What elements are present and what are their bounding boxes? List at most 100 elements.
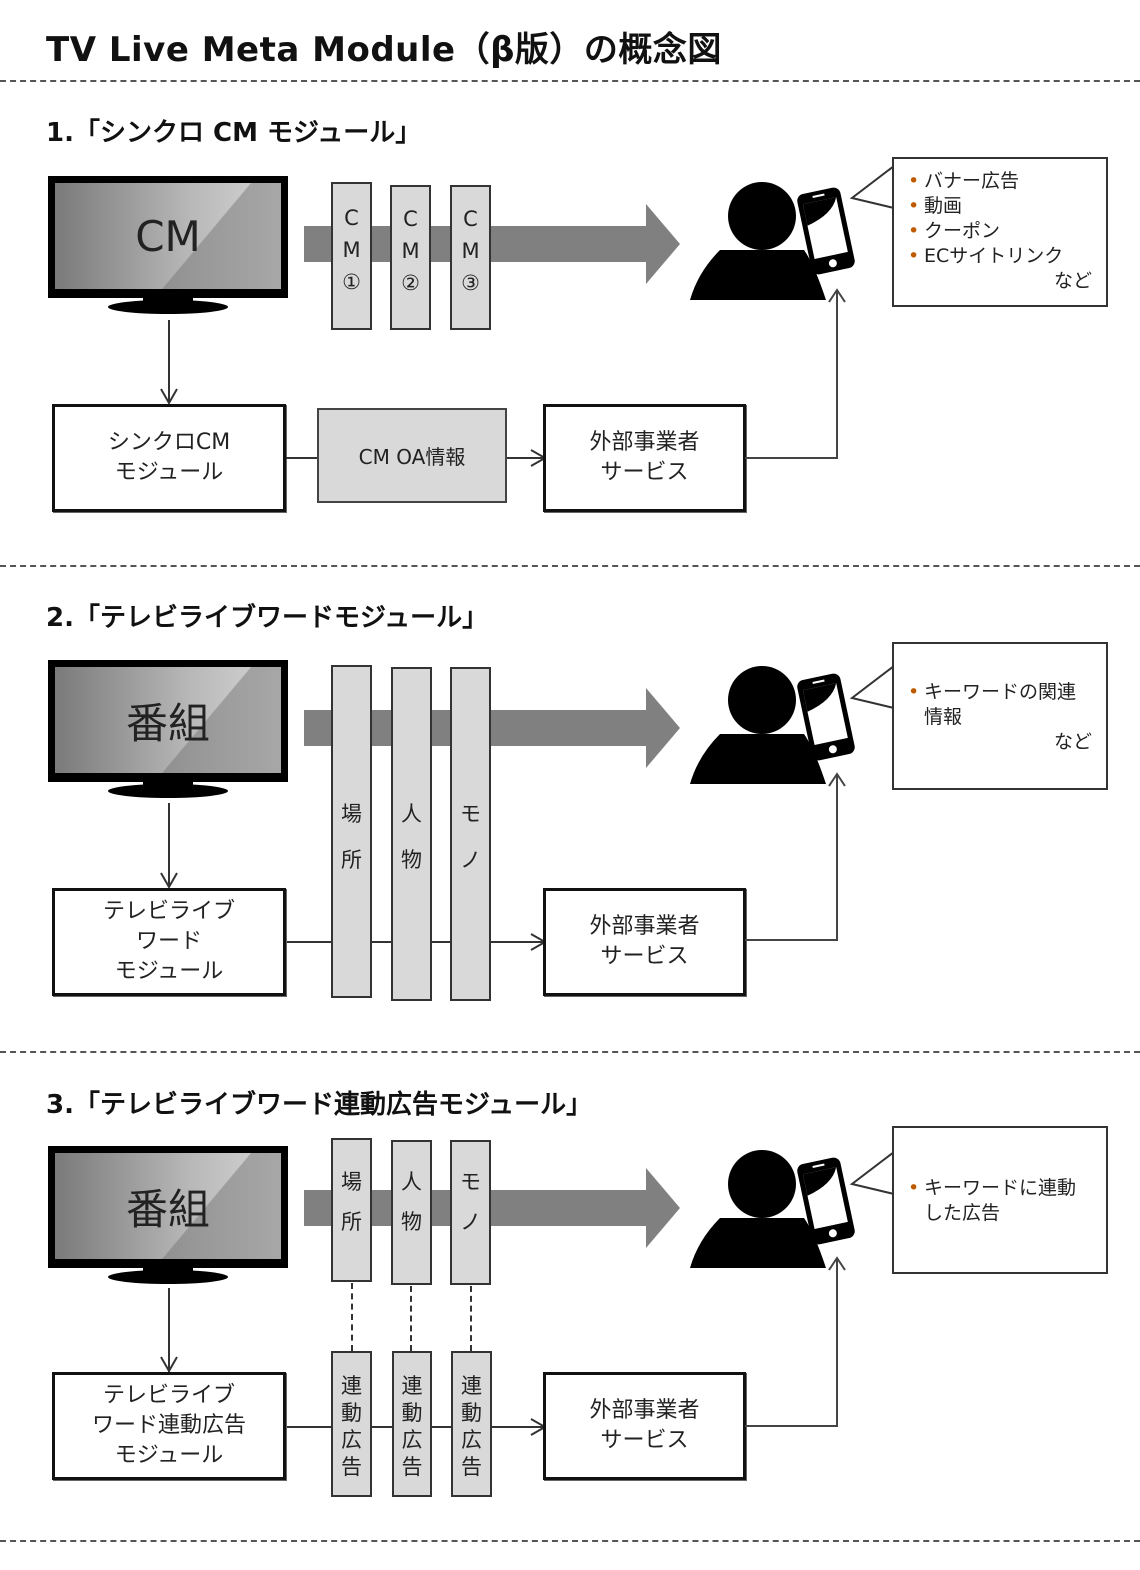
keyword-pill-place: 場所 xyxy=(331,1138,372,1282)
arrowhead-down-icon xyxy=(160,872,178,890)
connector-line xyxy=(507,457,543,459)
connector-line xyxy=(286,457,318,459)
section-3-heading: 3.「テレビライブワード連動広告モジュール」 xyxy=(46,1090,593,1120)
divider xyxy=(0,565,1140,567)
tv-screen-label: 番組 xyxy=(125,1184,210,1234)
pill-char: C xyxy=(403,207,418,231)
return-arrow xyxy=(745,772,846,941)
divider xyxy=(0,1051,1140,1053)
tv-live-word-module-box: テレビライブ ワード モジュール xyxy=(52,888,286,996)
pill-char: 所 xyxy=(341,848,362,872)
callout-suffix: など xyxy=(1053,731,1092,753)
callout-item: •動画 xyxy=(908,195,963,217)
external-service-box: 外部事業者 サービス xyxy=(543,404,746,512)
pill-char: M xyxy=(461,239,480,263)
pill-char: ① xyxy=(342,270,361,294)
keyword-pill-thing: モノ xyxy=(450,1140,491,1285)
bullet-icon: • xyxy=(908,220,920,242)
user-icon xyxy=(690,182,826,300)
linked-ad-pill-1: 連動広告 xyxy=(331,1351,372,1497)
bullet-icon: • xyxy=(908,195,920,217)
callout-item: •クーポン xyxy=(908,220,1001,242)
external-service-box: 外部事業者 サービス xyxy=(543,888,746,996)
tv-icon: CM xyxy=(48,176,288,316)
user-icon xyxy=(690,666,826,784)
pill-char: C xyxy=(463,207,478,231)
pill-char: 広 xyxy=(461,1428,482,1452)
tv-live-word-linked-ad-module-box: テレビライブ ワード連動広告 モジュール xyxy=(52,1372,286,1480)
bullet-icon: • xyxy=(908,1177,920,1199)
pill-char: 広 xyxy=(341,1428,362,1452)
connector-line xyxy=(168,1288,170,1372)
return-arrow xyxy=(745,1256,846,1427)
section-2-heading: 2.「テレビライブワードモジュール」 xyxy=(46,603,489,633)
smartphone-icon xyxy=(797,1157,855,1245)
pill-char: 動 xyxy=(341,1401,362,1425)
pill-char: 物 xyxy=(401,848,422,872)
pill-char: 場 xyxy=(341,1170,362,1194)
dashed-link-line xyxy=(351,1283,353,1351)
pill-char: 動 xyxy=(461,1401,482,1425)
pill-char: ノ xyxy=(460,848,481,872)
keyword-pill-place: 場所 xyxy=(331,665,372,998)
pill-char: 物 xyxy=(401,1210,422,1234)
callout-box: •バナー広告 •動画 •クーポン •ECサイトリンク など xyxy=(892,157,1108,307)
keyword-pill-thing: モノ xyxy=(450,667,491,1001)
callout-item: •キーワードの関連情報 xyxy=(908,681,1077,728)
tv-screen-label: CM xyxy=(135,211,201,261)
pill-char: 連 xyxy=(341,1374,362,1398)
pill-char: モ xyxy=(460,802,481,826)
pill-char: 連 xyxy=(401,1374,423,1398)
callout-item: •バナー広告 xyxy=(908,170,1020,192)
pill-char: C xyxy=(344,206,359,230)
cm-oa-info-box: CM OA情報 xyxy=(317,408,507,503)
user-icon xyxy=(690,1150,826,1268)
callout-suffix: など xyxy=(1053,270,1092,292)
pill-char: 人 xyxy=(401,802,422,826)
linked-ad-pill-2: 連動広告 xyxy=(392,1351,432,1497)
bullet-icon: • xyxy=(908,170,920,192)
pill-char: 人 xyxy=(401,1170,422,1194)
tv-screen-label: 番組 xyxy=(125,698,210,748)
linked-ad-pill-3: 連動広告 xyxy=(451,1351,492,1497)
pill-char: M xyxy=(342,238,361,262)
keyword-pill-person: 人物 xyxy=(391,1140,432,1285)
arrowhead-down-icon xyxy=(160,1356,178,1374)
smartphone-icon xyxy=(797,673,855,761)
pill-char: ② xyxy=(401,271,420,295)
pill-char: 連 xyxy=(461,1374,482,1398)
bullet-icon: • xyxy=(908,681,920,703)
pill-char: モ xyxy=(460,1170,481,1194)
return-arrow xyxy=(745,288,846,459)
callout-box: •キーワードの関連情報 など xyxy=(892,642,1108,790)
synchro-cm-module-box: シンクロCM モジュール xyxy=(52,404,286,512)
pill-char: 広 xyxy=(401,1428,423,1452)
connector-line xyxy=(168,803,170,887)
external-service-box: 外部事業者 サービス xyxy=(543,1372,746,1480)
tv-icon: 番組 xyxy=(48,1146,288,1286)
divider xyxy=(0,1540,1140,1542)
callout-item: •キーワードに連動した広告 xyxy=(908,1177,1077,1224)
pill-char: 場 xyxy=(341,802,362,826)
pill-char: 告 xyxy=(461,1455,482,1479)
pill-char: 告 xyxy=(401,1455,423,1479)
pill-char: M xyxy=(401,239,420,263)
page-title: TV Live Meta Module（β版）の概念図 xyxy=(46,30,722,70)
dashed-link-line xyxy=(470,1286,472,1351)
callout-box: •キーワードに連動した広告 xyxy=(892,1126,1108,1274)
connector-line xyxy=(168,320,170,402)
arrowhead-down-icon xyxy=(160,388,178,406)
pill-char: ③ xyxy=(461,271,480,295)
pill-char: ノ xyxy=(460,1210,481,1234)
smartphone-icon xyxy=(797,187,855,275)
pill-char: 動 xyxy=(401,1401,423,1425)
callout-item: •ECサイトリンク xyxy=(908,245,1064,267)
pill-char: 告 xyxy=(341,1455,362,1479)
dashed-link-line xyxy=(410,1286,412,1351)
section-1-heading: 1.「シンクロ CM モジュール」 xyxy=(46,118,422,148)
keyword-pill-person: 人物 xyxy=(391,667,432,1001)
pill-char: 所 xyxy=(341,1210,362,1234)
